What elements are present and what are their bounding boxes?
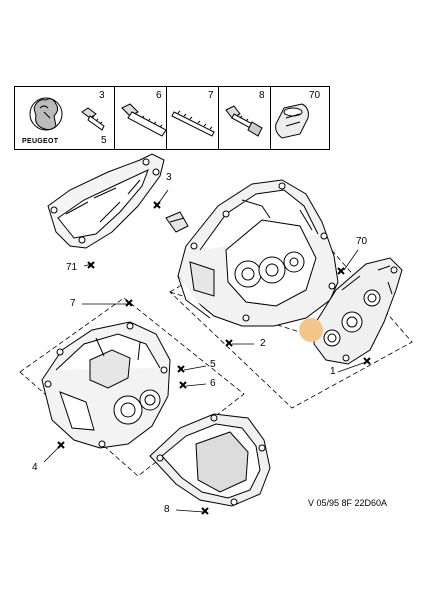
parts-legend: 3 5 6 7 8 70 <box>14 86 330 150</box>
callout-2: 2 <box>260 338 266 349</box>
short-bolt-icon <box>81 107 105 131</box>
fastener-marker-1 <box>363 357 371 365</box>
legend-cell-logo <box>15 87 115 149</box>
brand-name: PEUGEOT <box>22 138 59 145</box>
long-bolt-icon <box>121 103 167 137</box>
highlighted-dowel-marker <box>299 318 323 342</box>
flanged-bolt-icon <box>225 105 263 137</box>
gearbox-end-cover <box>149 413 271 507</box>
leader-lines <box>43 189 367 513</box>
fastener-markers <box>57 201 371 515</box>
legend-number-6: 6 <box>156 90 162 101</box>
callout-70: 70 <box>356 236 368 247</box>
callout-1: 1 <box>330 366 336 377</box>
callout-7: 7 <box>70 298 76 309</box>
legend-cell-6 <box>115 87 167 149</box>
callout-5: 5 <box>210 359 216 370</box>
stud-part-3 <box>165 211 189 233</box>
fastener-marker-2 <box>225 339 233 347</box>
legend-cell-7 <box>167 87 219 149</box>
callout-71: 71 <box>66 262 78 273</box>
fastener-marker-70 <box>337 267 345 275</box>
callout-8: 8 <box>164 504 170 515</box>
callout-6: 6 <box>210 378 216 389</box>
clutch-housing-cover <box>47 153 165 249</box>
gearbox-casing <box>41 321 171 449</box>
callout-3: 3 <box>166 172 172 183</box>
legend-number-8: 8 <box>259 90 265 101</box>
legend-number-70: 70 <box>309 90 321 101</box>
callout-4: 4 <box>32 462 38 473</box>
legend-number-7: 7 <box>208 90 214 101</box>
fastener-marker-6 <box>179 381 187 389</box>
stud-icon <box>171 110 215 137</box>
housing-end-plate <box>313 257 403 365</box>
fastener-marker-5 <box>177 365 185 373</box>
fastener-marker-71 <box>87 261 95 269</box>
drawing-reference: V 05/95 8F 22D60A <box>308 498 388 508</box>
legend-cell-8 <box>219 87 271 149</box>
legend-number-3: 3 <box>99 90 105 101</box>
dowel-sleeve-icon <box>275 103 309 139</box>
legend-number-5: 5 <box>101 135 107 146</box>
fastener-marker-7 <box>125 299 133 307</box>
peugeot-lion-icon <box>29 97 63 131</box>
fastener-marker-8 <box>201 507 209 515</box>
clutch-housing <box>177 179 339 327</box>
